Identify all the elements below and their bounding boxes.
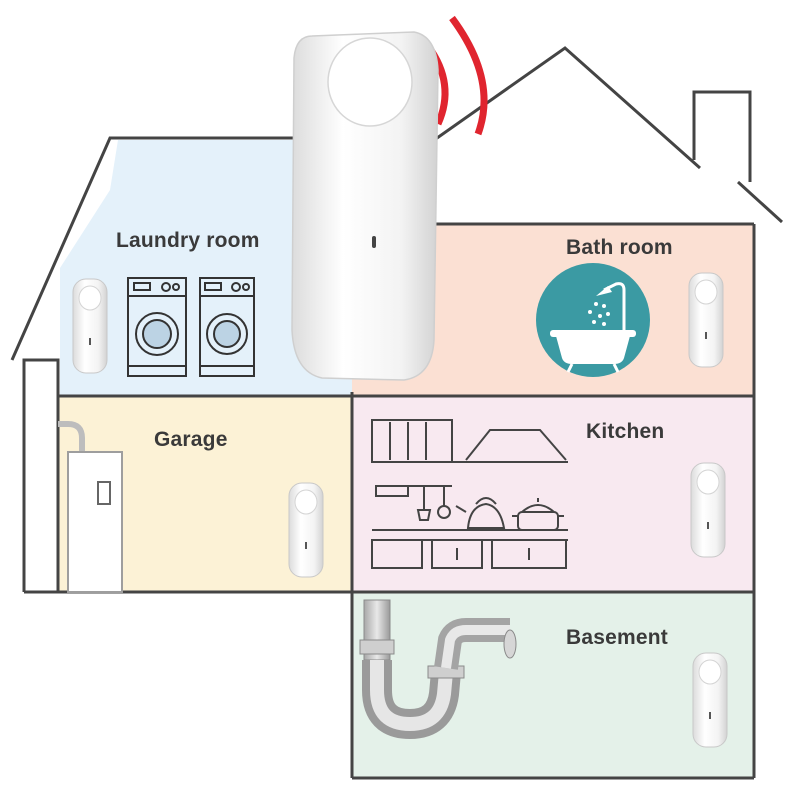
water-heater-icon [58,421,123,593]
water-leak-alarm-icon [288,482,324,578]
bathtub-shower-icon [536,263,650,377]
water-leak-alarm-icon [291,31,439,381]
laundry-room-area [60,140,352,396]
kitchen-area [352,396,754,592]
basement-area [352,592,754,778]
washing-machine-icon [127,277,255,377]
water-leak-alarm-icon [690,462,726,558]
room-label-laundry: Laundry room [116,229,260,252]
room-label-basement: Basement [566,626,668,649]
room-label-garage: Garage [154,428,228,451]
kitchen-icon [371,419,568,569]
room-label-bath: Bath room [566,236,673,259]
water-leak-alarm-icon [72,278,108,374]
water-leak-alarm-icon [688,272,724,368]
drain-pipe-icon [359,599,517,740]
water-leak-alarm-icon [692,652,728,748]
house-outline [10,46,784,780]
room-label-kitchen: Kitchen [586,420,665,443]
